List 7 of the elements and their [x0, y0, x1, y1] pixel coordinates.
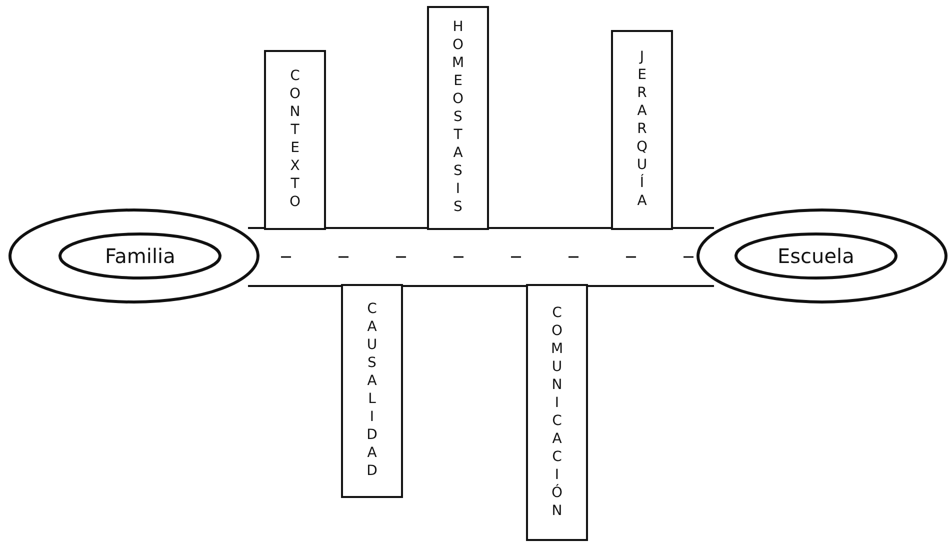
node-label: Escuela: [778, 244, 854, 268]
label-box: COMUNICACIÓN: [526, 284, 588, 541]
label-box: CAUSALIDAD: [341, 284, 403, 498]
label-box: HOMEOSTASIS: [427, 6, 489, 230]
node-label: Familia: [105, 244, 176, 268]
label-box: JERARQUÍA: [611, 30, 673, 230]
label-box: CONTEXTO: [264, 50, 326, 230]
